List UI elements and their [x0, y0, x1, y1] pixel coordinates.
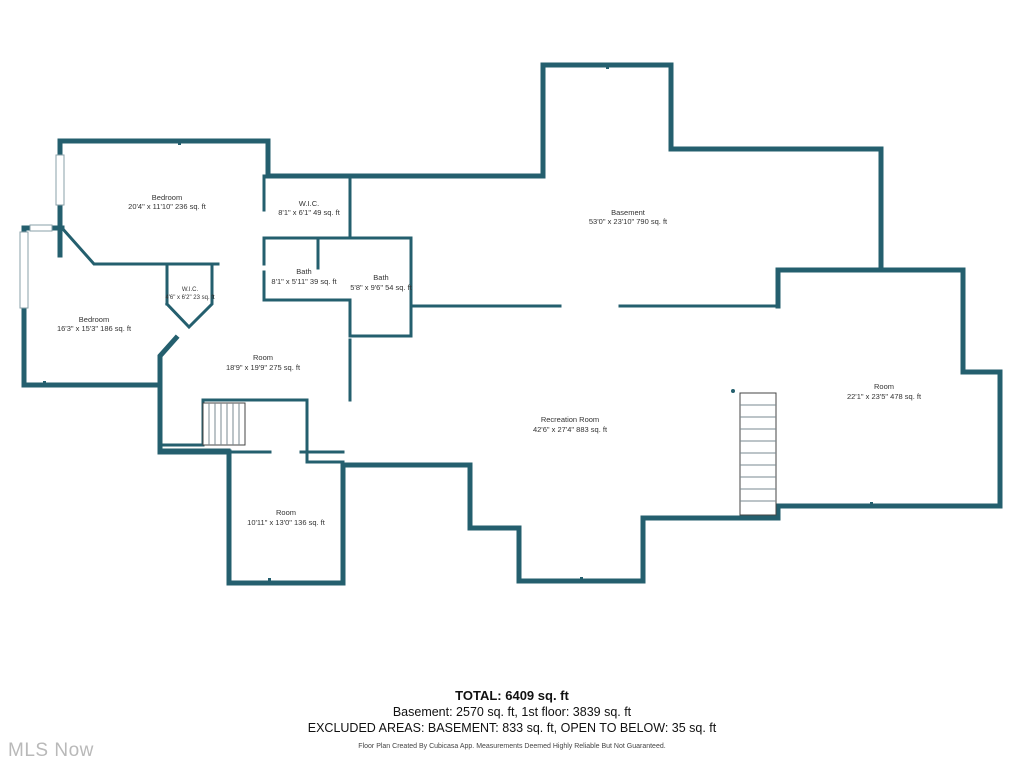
area-breakdown: Basement: 2570 sq. ft, 1st floor: 3839 s…	[392, 705, 632, 719]
room-size: 18'9" x 19'9" 275 sq. ft	[226, 363, 301, 372]
room-size: 22'1" x 23'5" 478 sq. ft	[847, 392, 922, 401]
room-room-1: Room 18'9" x 19'9" 275 sq. ft	[226, 353, 301, 372]
floor-plan: Bedroom 20'4" x 11'10" 236 sq. ft W.I.C.…	[19, 62, 1003, 586]
total-area: TOTAL: 6409 sq. ft	[455, 688, 569, 703]
room-name: Bath	[373, 273, 388, 282]
room-size: 8'1" x 6'1" 49 sq. ft	[278, 208, 340, 217]
room-size: 42'6" x 27'4" 883 sq. ft	[533, 425, 608, 434]
area-summary: TOTAL: 6409 sq. ft Basement: 2570 sq. ft…	[0, 688, 1024, 736]
interior-walls	[59, 174, 780, 464]
room-wic-1: W.I.C. 8'1" x 6'1" 49 sq. ft	[278, 199, 340, 217]
windows	[19, 154, 65, 309]
room-name: Room	[253, 353, 273, 362]
room-name: Room	[874, 382, 894, 391]
room-wic-2: W.I.C. 4'6" x 6'2" 23 sq. ft	[165, 287, 215, 301]
excluded-areas: EXCLUDED AREAS: BASEMENT: 833 sq. ft, OP…	[307, 721, 717, 735]
room-bath-2: Bath 5'8" x 9'6" 54 sq. ft	[350, 273, 412, 292]
room-name: Recreation Room	[541, 415, 599, 424]
stairs-left	[202, 402, 246, 446]
room-bath-1: Bath 8'1" x 5'11" 39 sq. ft	[271, 267, 337, 286]
room-name: Bath	[296, 267, 311, 276]
room-size: 4'6" x 6'2" 23 sq. ft	[165, 295, 215, 301]
room-size: 20'4" x 11'10" 236 sq. ft	[128, 202, 207, 211]
room-size: 5'8" x 9'6" 54 sq. ft	[350, 283, 412, 292]
exterior-walls	[21, 62, 1003, 586]
room-name: Bedroom	[79, 315, 109, 324]
room-recreation: Recreation Room 42'6" x 27'4" 883 sq. ft	[533, 415, 608, 434]
room-name: Room	[276, 508, 296, 517]
wall-marks	[43, 66, 1001, 581]
stairs-right	[739, 392, 777, 516]
room-room-2: Room 22'1" x 23'5" 478 sq. ft	[847, 382, 922, 401]
room-name: Basement	[611, 208, 646, 217]
room-bedroom-2: Bedroom 16'3" x 15'3" 186 sq. ft	[57, 315, 132, 333]
room-size: 53'0" x 23'10" 790 sq. ft	[589, 217, 668, 226]
room-basement: Basement 53'0" x 23'10" 790 sq. ft	[589, 208, 668, 226]
disclaimer: Floor Plan Created By Cubicasa App. Meas…	[358, 743, 666, 750]
room-name: Bedroom	[152, 193, 182, 202]
room-bedroom-1: Bedroom 20'4" x 11'10" 236 sq. ft	[128, 193, 207, 211]
room-name: W.I.C.	[299, 199, 319, 208]
room-name: W.I.C.	[182, 287, 199, 293]
room-size: 10'11" x 13'0" 136 sq. ft	[247, 518, 326, 527]
room-size: 16'3" x 15'3" 186 sq. ft	[57, 324, 132, 333]
watermark-logo: MLS Now	[8, 740, 94, 761]
room-size: 8'1" x 5'11" 39 sq. ft	[271, 277, 337, 286]
room-room-3: Room 10'11" x 13'0" 136 sq. ft	[247, 508, 326, 527]
